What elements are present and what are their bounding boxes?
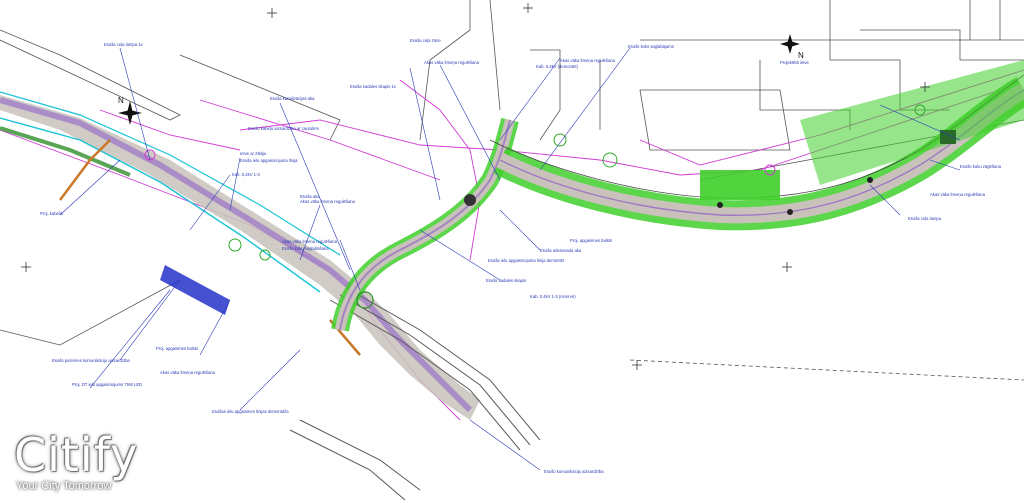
annotation-text: Ietve ar zālāju — [240, 151, 267, 156]
compass-label: N — [798, 51, 804, 60]
annotation-text: Akas vāka līmeņa regulēšana — [282, 239, 338, 244]
annotation-text: Esošs koks saglabājams — [628, 44, 674, 49]
annotation-text: Akas vāka līmeņa regulēšana — [424, 60, 480, 65]
annotation-text: Esoša sadales skapis 1x — [350, 84, 397, 89]
annotation-text: Esošas ielu apgaismes līnijas demontāža — [212, 409, 289, 414]
annotation-text: Kab. 0,4kV 1-3 — [232, 172, 260, 177]
leader-lines — [59, 47, 961, 471]
annotation-text: Esoša ūdensvada aka — [540, 248, 582, 253]
annotation-text: Proj. DT ielu apgaismojums 75W LED — [72, 382, 142, 387]
annotation-text: Akas vāka līmeņa regulēšana — [930, 192, 986, 197]
annotation-text: Esošo komunikāciju aizsardzība — [544, 469, 604, 474]
annotation-text: Proj. kabelis — [40, 211, 63, 216]
compass-label: N — [118, 96, 124, 105]
annotation-text: Esošs sadales skapis — [486, 278, 526, 283]
annotation-text: Akas vāka līmeņa regulēšana — [300, 199, 356, 204]
annotation-text: Akas vāka līmeņa regulēšana — [160, 370, 216, 375]
connector-road — [331, 117, 519, 332]
annotation-labels: Esoša ceļa lampa 1x Ietve ar zālāju Esoš… — [40, 38, 1002, 474]
annotation-text: Esoša ielu apgaismojuma līnija demontēt — [488, 258, 565, 263]
railway-tracks — [289, 289, 541, 501]
tree-symbols — [144, 104, 926, 261]
annotation-text: Esošo pazemes komunikāciju aizsardzība — [52, 358, 130, 363]
annotation-text: Proj. apgaismes balsts — [156, 346, 198, 351]
annotation-text: Esoša ielu apgaismojuma līnija — [240, 158, 298, 163]
compass-west: N — [118, 96, 142, 125]
annotation-text: Esošo koku zāģēšana — [960, 164, 1002, 169]
main-road — [0, 91, 480, 420]
annotation-text: Esošo koku saglabāšana — [282, 246, 329, 251]
annotation-text: Esošo kabeļu aizsardzība ar caurulēm — [248, 126, 320, 131]
annotation-text: Esoša ceļa lampa 1x — [104, 42, 144, 47]
citify-watermark: Citify Your City Tomorrow — [10, 430, 150, 500]
annotation-text: Kab. 0,4kV 1-3 (rezervē) — [530, 294, 576, 299]
annotation-text: Proj. apgaismes balsts — [570, 238, 612, 243]
watermark-subtitle: Your City Tomorrow — [16, 480, 112, 492]
annotation-text: Esoša aka — [300, 194, 320, 199]
compass-east: N — [780, 34, 804, 60]
annotation-text: Akas vāka līmeņa regulēšana — [560, 58, 616, 63]
east-road — [489, 60, 1024, 231]
annotation-text: Kab. 0,4kV (demontēt) — [536, 64, 579, 69]
annotation-text: Esoša ceļa lampa — [908, 216, 942, 221]
annotation-text: Projektētā ietve — [780, 60, 810, 65]
watermark-title: Citify — [14, 428, 139, 482]
annotation-text: Esoša kanalizācijas aka — [270, 96, 315, 101]
survey-markers — [21, 3, 930, 370]
annotation-text: Esoša ceļa zīme — [410, 38, 441, 43]
